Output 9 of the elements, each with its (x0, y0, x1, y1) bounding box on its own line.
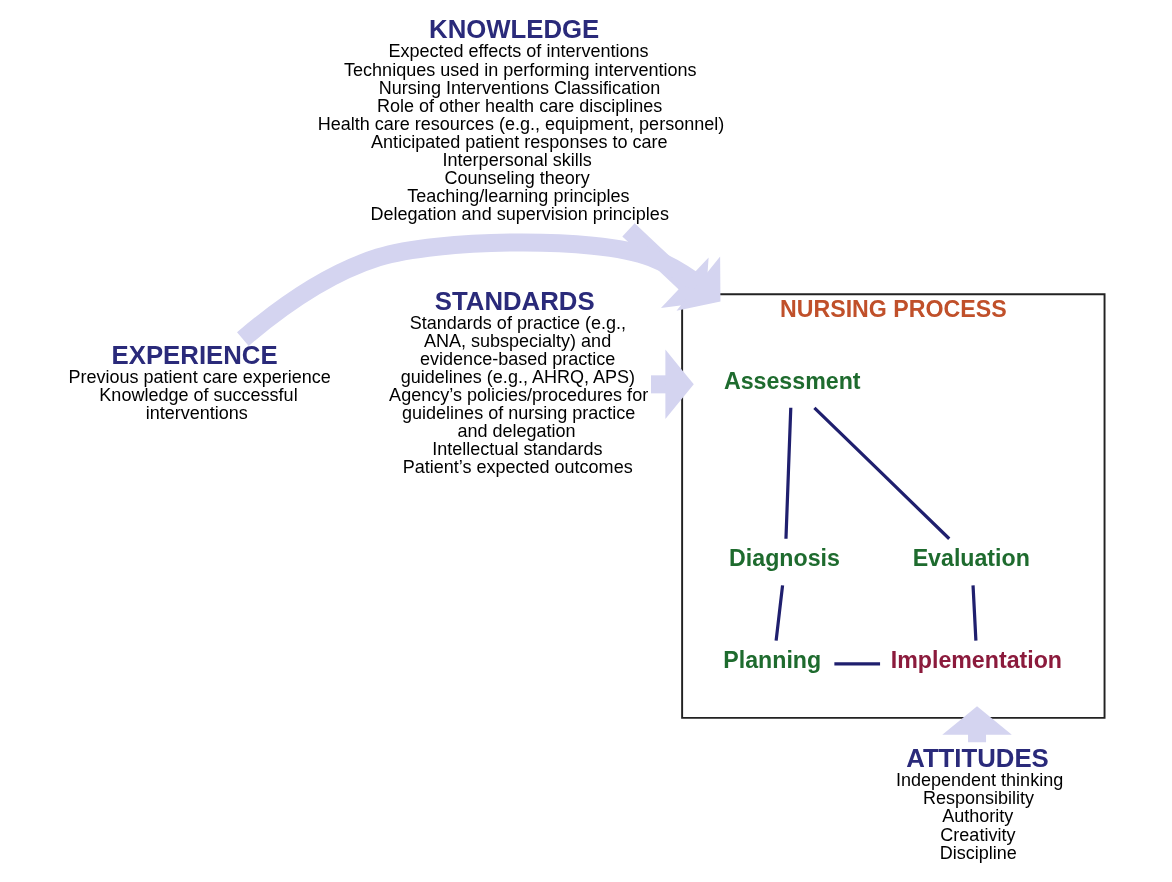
node-text: Planning (722, 647, 821, 674)
node-text: Implementation (890, 647, 1062, 674)
node-text: KNOWLEDGE Expected effects of interventions Techniques used in performing interventions Nursing Interventions Classification Role of other health care disciplines Health care resources (e.g., equipment, personnel) Anticipated patient responses to care Interpersonal skills Counseling theory Teaching/learning principles Delegation and supervision principles (317, 14, 724, 224)
node-text: ATTITUDES Independent thinking Responsibility Authority Creativity Discipline (895, 743, 1063, 863)
node-text: Diagnosis (728, 545, 840, 572)
node-text: EXPERIENCE Previous patient care experience Knowledge of successful interventions (67, 340, 331, 424)
node-text: STANDARDS Standards of practice (e.g., ANA, subspecialty) and evidence-based practice guidelines (e.g., AHRQ, APS) Agency’s policies/procedures for guidelines of nursing practice and delegation Intellectual standards Patient’s expected outcomes (388, 286, 648, 478)
node-text: Evaluation (912, 545, 1030, 572)
node-text: Assessment (723, 367, 861, 394)
